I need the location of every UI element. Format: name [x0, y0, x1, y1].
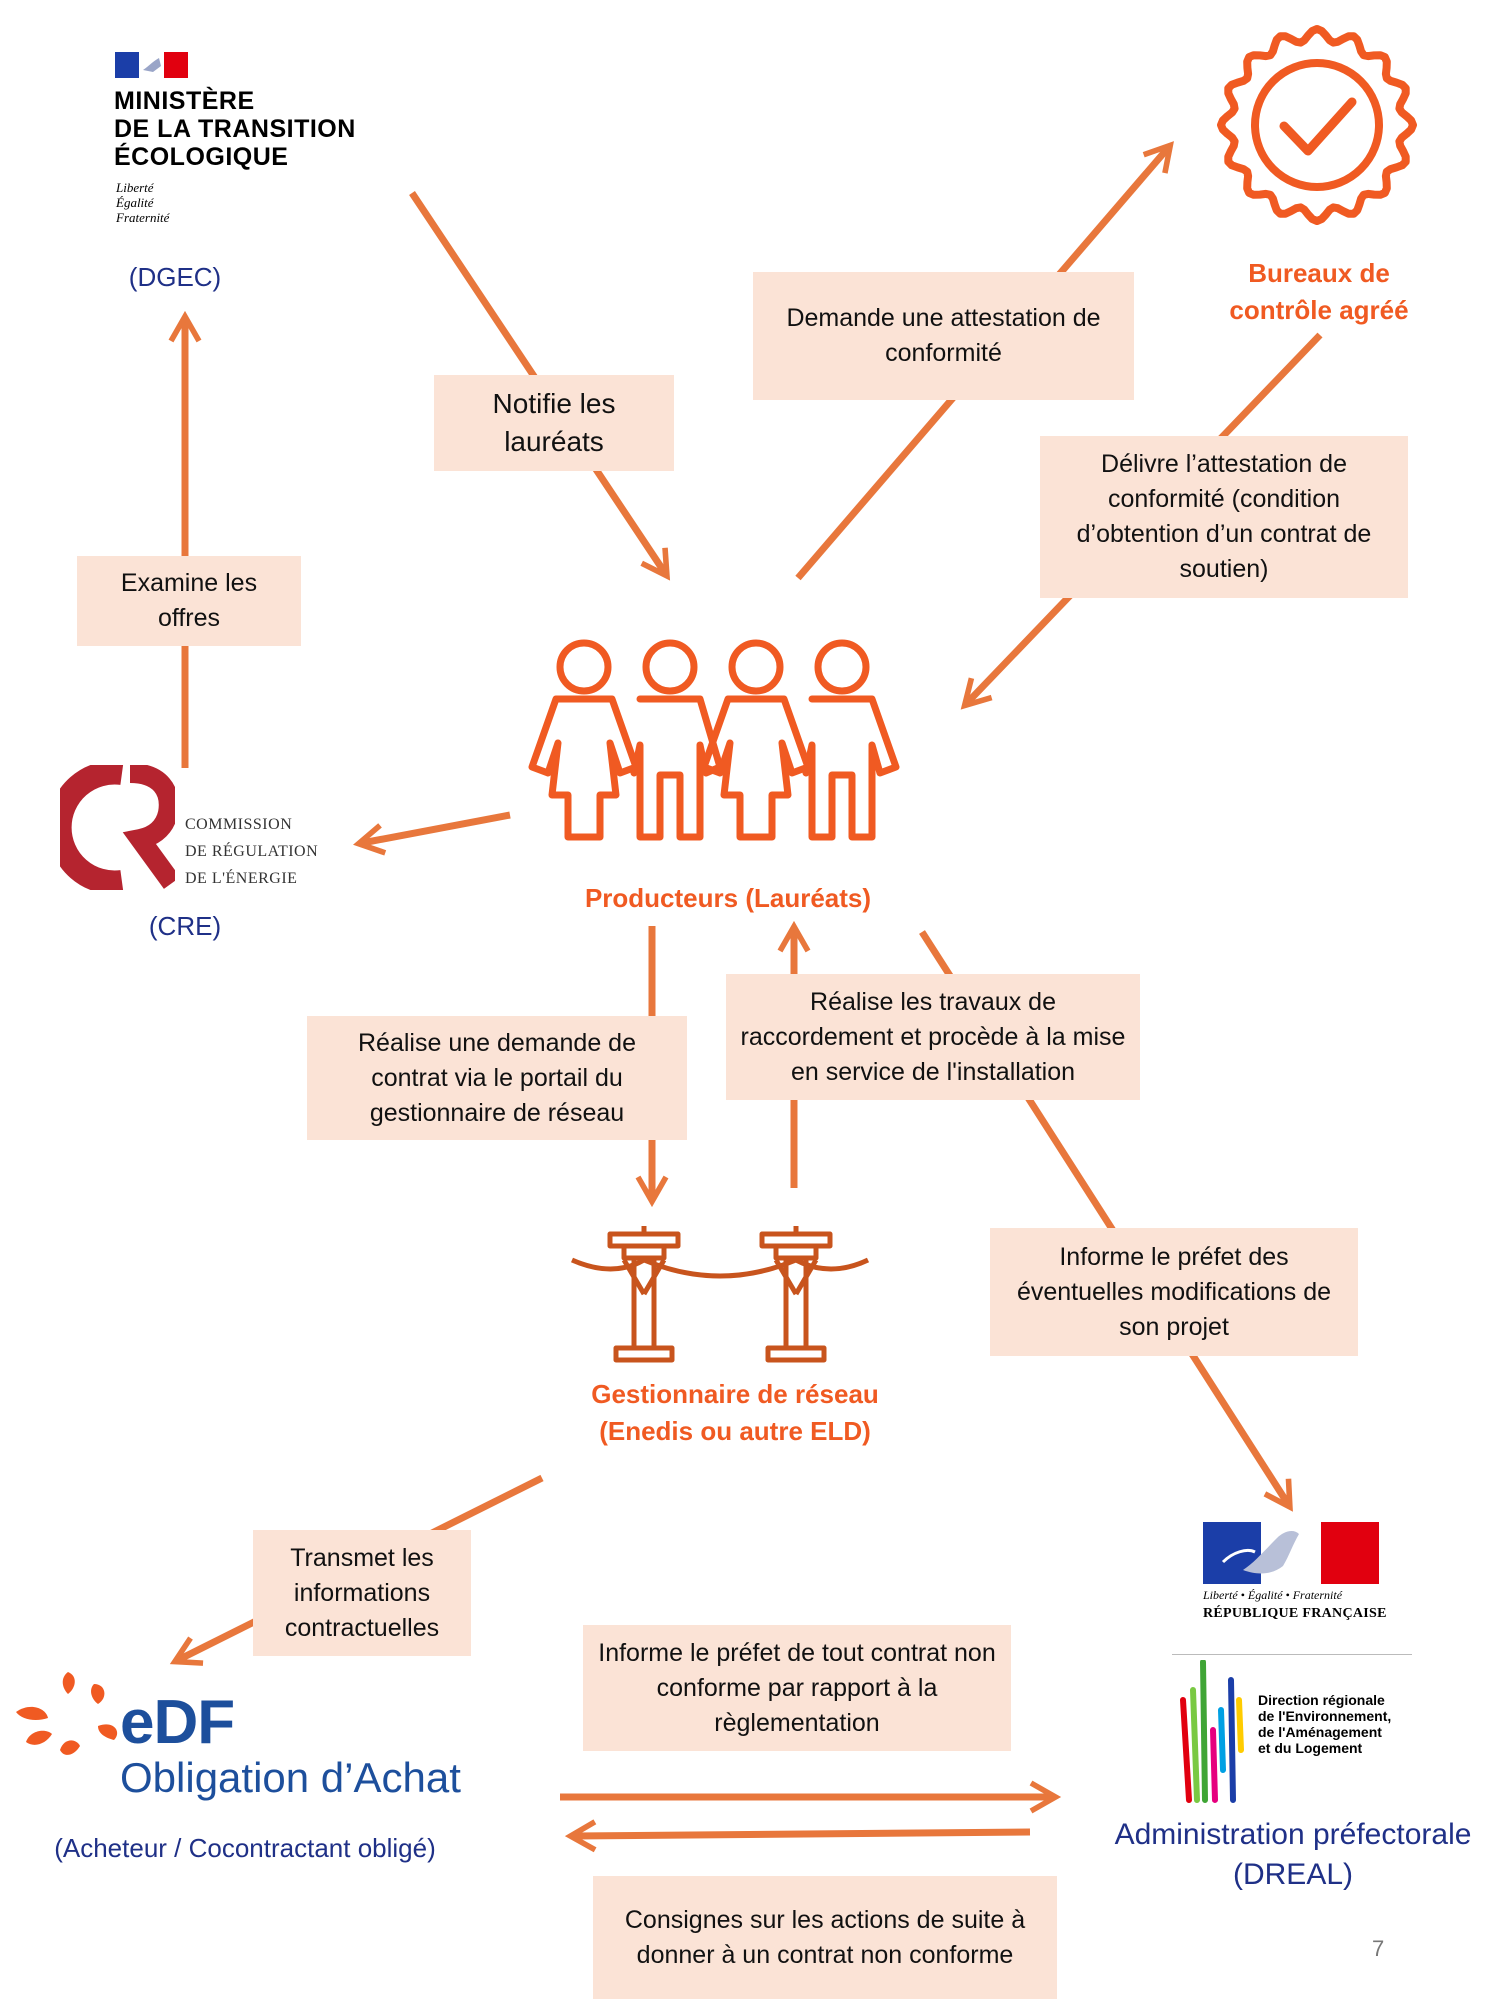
devise-liberte: Liberté: [116, 180, 154, 195]
bureaux-label-line-1: Bureaux de: [1248, 258, 1390, 288]
gestionnaire-label-line-2: (Enedis ou autre ELD): [599, 1416, 871, 1446]
box-demande-attestation: Demande une attestation de conformité: [753, 272, 1134, 400]
prefecture-label: Administration préfectorale (DREAL): [1090, 1815, 1496, 1895]
page-number: 7: [1372, 1936, 1385, 1961]
edf-sun-icon: [16, 1672, 118, 1755]
ministere-title-line-2: DE LA TRANSITION: [114, 115, 356, 143]
dreal-line-2: de l'Environnement,: [1258, 1708, 1392, 1724]
producteurs-label: Producteurs (Lauréats): [584, 883, 872, 913]
arrow-producteurs-to-cre: [353, 811, 511, 856]
marianne-logo-icon: [1203, 1522, 1379, 1584]
box-demande-contrat: Réalise une demande de contrat via le po…: [307, 1016, 687, 1140]
power-pylon-icon: [570, 1226, 870, 1363]
rf-devise: Liberté • Égalité • Fraternité: [1203, 1588, 1343, 1602]
group-people-icon: [528, 639, 900, 841]
box-informe-non-conforme: Informe le préfet de tout contrat non co…: [583, 1625, 1011, 1751]
devise-fraternite: Fraternité: [116, 210, 170, 225]
cre-logo-line-3: DE L'ÉNERGIE: [185, 870, 298, 887]
certification-badge-icon: [1217, 25, 1417, 225]
box-transmet: Transmet les informations contractuelles: [253, 1530, 471, 1656]
cre-label: (CRE): [148, 911, 222, 941]
box-informe-modifications: Informe le préfet des éventuelles modifi…: [990, 1228, 1358, 1356]
arrow-prefecture-to-edf: [564, 1819, 1031, 1853]
devise-egalite: Égalité: [116, 195, 154, 210]
prefecture-label-line-2: (DREAL): [1232, 1858, 1353, 1891]
box-notifie: Notifie les lauréats: [434, 375, 674, 471]
rf-name: RÉPUBLIQUE FRANÇAISE: [1203, 1606, 1387, 1621]
box-delivre-attestation: Délivre l’attestation de conformité (con…: [1040, 436, 1408, 598]
cre-symbol-icon: [60, 765, 175, 890]
gestionnaire-label: Gestionnaire de réseau (Enedis ou autre …: [560, 1376, 910, 1450]
dgec-label: (DGEC): [128, 262, 222, 292]
ministere-title-line-1: MINISTÈRE: [114, 87, 255, 115]
edf-label: (Acheteur / Cocontractant obligé): [54, 1833, 436, 1863]
dreal-stripes-icon: [1180, 1660, 1244, 1803]
edf-name: eDF: [120, 1688, 235, 1757]
marianne-flag-icon: [115, 52, 188, 78]
box-consignes: Consignes sur les actions de suite à don…: [593, 1876, 1057, 1999]
bureaux-label-line-2: contrôle agréé: [1229, 295, 1409, 325]
ministere-title-line-3: ÉCOLOGIQUE: [114, 143, 289, 171]
dreal-line-4: et du Logement: [1258, 1740, 1363, 1756]
edf-subtitle: Obligation d’Achat: [120, 1754, 461, 1801]
gestionnaire-label-line-1: Gestionnaire de réseau: [591, 1379, 879, 1409]
dreal-line-1: Direction régionale: [1258, 1692, 1385, 1708]
dreal-line-3: de l'Aménagement: [1258, 1724, 1382, 1740]
bureaux-label: Bureaux de contrôle agréé: [1194, 255, 1444, 329]
cre-logo-line-1: COMMISSION: [185, 816, 293, 833]
box-travaux: Réalise les travaux de raccordement et p…: [726, 974, 1140, 1100]
cre-logo-line-2: DE RÉGULATION: [185, 843, 319, 860]
logo-divider: [1172, 1654, 1412, 1655]
box-examine: Examine les offres: [77, 556, 301, 646]
prefecture-label-line-1: Administration préfectorale: [1114, 1818, 1472, 1851]
